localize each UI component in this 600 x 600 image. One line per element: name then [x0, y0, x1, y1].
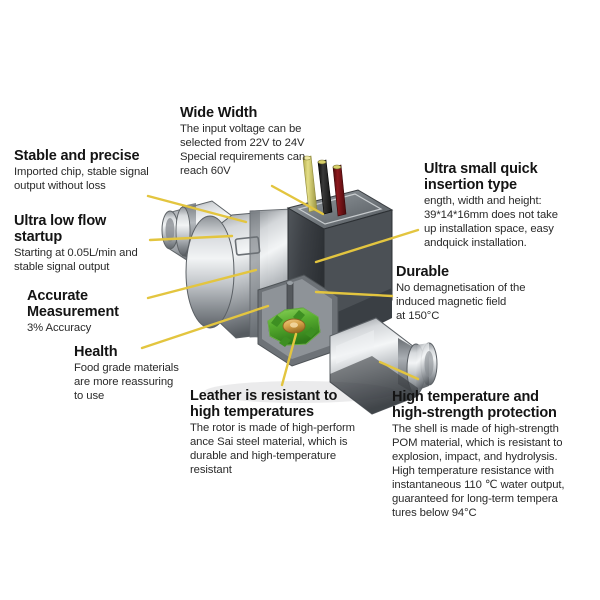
leader-line-wide-width	[270, 184, 325, 216]
callout-body-accurate-measurement: 3% Accuracy	[27, 322, 92, 335]
callout-accurate-measurement: Accurate Measurement 3% Accuracy	[27, 288, 167, 336]
callout-wide-width: Wide Width The input voltage can be sele…	[180, 105, 340, 179]
sensor-body	[185, 208, 319, 339]
callout-title-ultra-small-quick-insertion-type: Ultra small quick insertion type	[424, 161, 538, 194]
callout-title-accurate-measurement: Accurate Measurement	[27, 288, 119, 321]
callout-body-high-temperature-and-high-strength-protection: The shell is made of high-strength POM m…	[392, 423, 565, 520]
callout-body-ultra-small-quick-insertion-type: ength, width and height: 39*14*16mm does…	[424, 195, 558, 250]
leader-line-durable	[314, 290, 394, 298]
callout-body-health: Food grade materials are more reassuring…	[74, 362, 179, 403]
callout-title-health: Health	[74, 344, 118, 360]
callout-body-wide-width: The input voltage can be selected from 2…	[180, 123, 306, 178]
callout-leather-is-resistant-to-high-temperatures: Leather is resistant to high temperature…	[190, 388, 386, 478]
leader-line-high-temp	[378, 360, 420, 381]
leader-line-leather	[280, 332, 298, 387]
callout-title-wide-width: Wide Width	[180, 105, 258, 121]
callout-health: Health Food grade materials are more rea…	[74, 344, 204, 404]
housing-block	[286, 189, 394, 352]
callout-body-stable-and-precise: Imported chip, stable signal output with…	[14, 166, 149, 193]
callout-ultra-small-quick-insertion-type: Ultra small quick insertion type ength, …	[424, 161, 596, 251]
callout-title-ultra-low-flow-startup: Ultra low flow startup	[14, 213, 107, 246]
green-rotor	[267, 307, 321, 347]
leader-line-ultra-small	[314, 228, 420, 264]
callout-body-ultra-low-flow-startup: Starting at 0.05L/min and stable signal …	[14, 247, 138, 274]
callout-title-stable-and-precise: Stable and precise	[14, 148, 140, 164]
callout-high-temperature-and-high-strength-protection: High temperature and high-strength prote…	[392, 389, 600, 521]
callout-durable: Durable No demagnetisation of the induce…	[396, 264, 556, 324]
callout-title-high-temperature-and-high-strength-protection: High temperature and high-strength prote…	[392, 389, 557, 422]
callout-ultra-low-flow-startup: Ultra low flow startup Starting at 0.05L…	[14, 213, 174, 275]
callout-body-leather-is-resistant-to-high-temperatures: The rotor is made of high-perform ance S…	[190, 422, 355, 477]
callout-title-durable: Durable	[396, 264, 449, 280]
callout-body-durable: No demagnetisation of the induced magnet…	[396, 282, 526, 323]
callout-stable-and-precise: Stable and precise Imported chip, stable…	[14, 148, 186, 194]
callout-title-leather-is-resistant-to-high-temperatures: Leather is resistant to high temperature…	[190, 388, 338, 421]
rotor-chamber	[257, 274, 339, 367]
